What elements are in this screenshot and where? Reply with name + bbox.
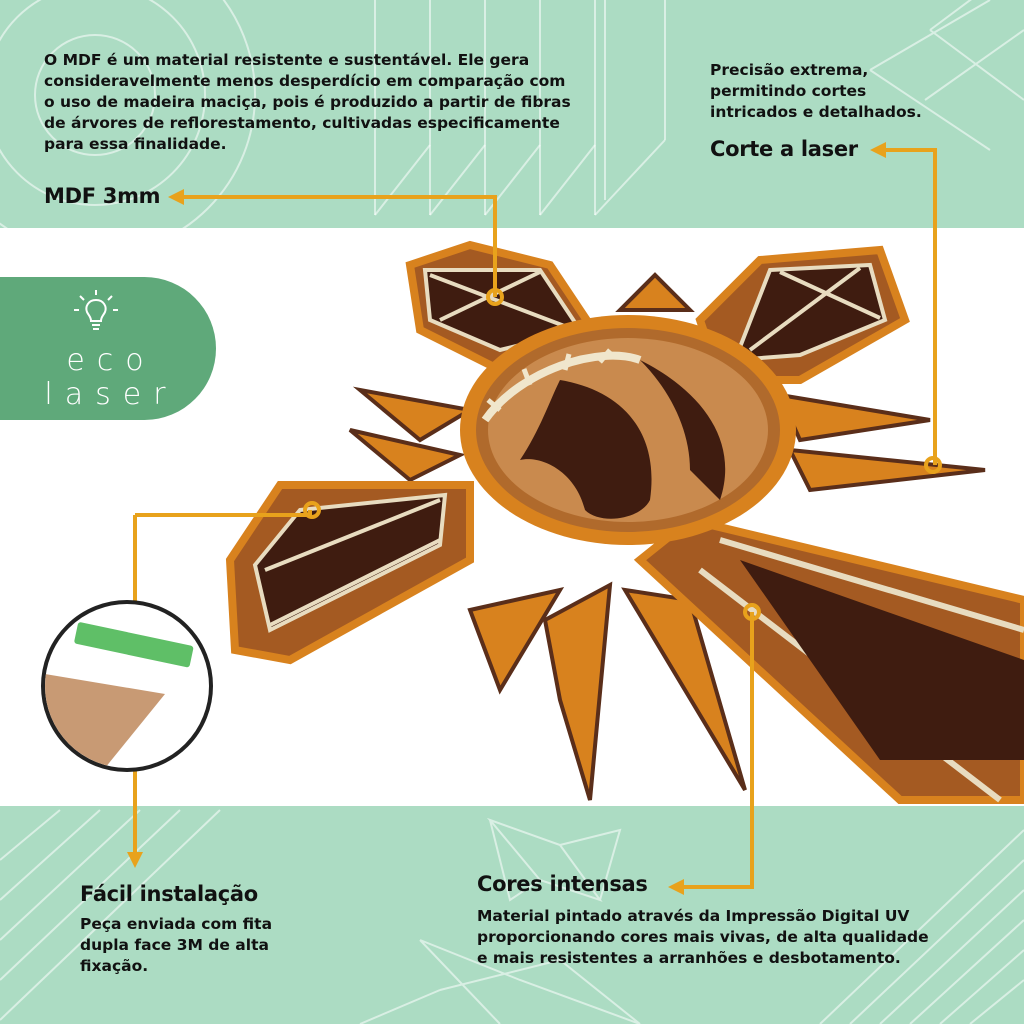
mdf-title: MDF 3mm	[44, 184, 161, 208]
lightbulb-icon	[74, 290, 118, 330]
install-description-line: Peça enviada com fita	[80, 915, 273, 933]
mdf-description: O MDF é um material resistente e sustent…	[44, 50, 604, 155]
install-description: Peça enviada com fita dupla face 3M de a…	[80, 914, 320, 977]
mdf-description-line: consideravelmente menos desperdício em c…	[44, 72, 566, 90]
mdf-description-line: o uso de madeira maciça, pois é produzid…	[44, 93, 571, 111]
logo-word-eco: eco	[66, 343, 156, 378]
tape-detail-illustration	[45, 622, 194, 768]
mdf-description-line: de árvores de reflorestamento, cultivada…	[44, 114, 560, 132]
colors-description-line: proporcionando cores mais vivas, de alta…	[477, 928, 929, 946]
colors-title: Cores intensas	[477, 872, 648, 896]
laser-description-line: permitindo cortes	[710, 82, 867, 100]
laser-title: Corte a laser	[710, 137, 858, 161]
colors-description-line: e mais resistentes a arranhões e desbota…	[477, 949, 901, 967]
tape-detail-photo	[41, 600, 213, 772]
mdf-description-line: para essa finalidade.	[44, 135, 227, 153]
logo-word-laser: laser	[44, 377, 178, 412]
install-description-line: fixação.	[80, 957, 149, 975]
mdf-description-line: O MDF é um material resistente e sustent…	[44, 51, 530, 69]
laser-description: Precisão extrema, permitindo cortes intr…	[710, 60, 950, 123]
install-description-line: dupla face 3M de alta	[80, 936, 269, 954]
colors-description: Material pintado através da Impressão Di…	[477, 906, 997, 969]
logo-badge	[0, 277, 216, 420]
laser-description-line: Precisão extrema,	[710, 61, 869, 79]
laser-description-line: intricados e detalhados.	[710, 103, 922, 121]
install-title: Fácil instalação	[80, 882, 258, 906]
colors-description-line: Material pintado através da Impressão Di…	[477, 907, 910, 925]
logo-wordmark: eco laser	[26, 344, 196, 412]
